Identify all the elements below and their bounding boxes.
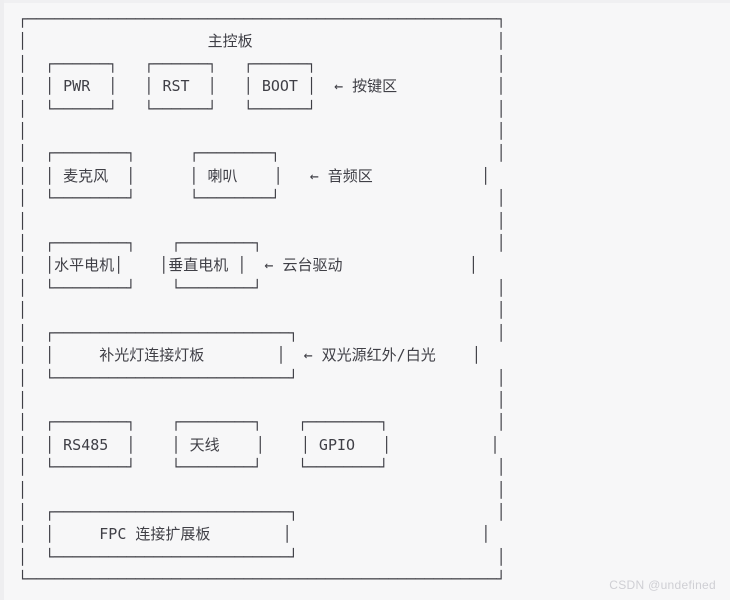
csdn-watermark: CSDN @undefined xyxy=(609,578,716,592)
ascii-block-diagram: ┌───────────────────────────────────────… xyxy=(18,10,506,589)
top-divider xyxy=(4,0,730,3)
